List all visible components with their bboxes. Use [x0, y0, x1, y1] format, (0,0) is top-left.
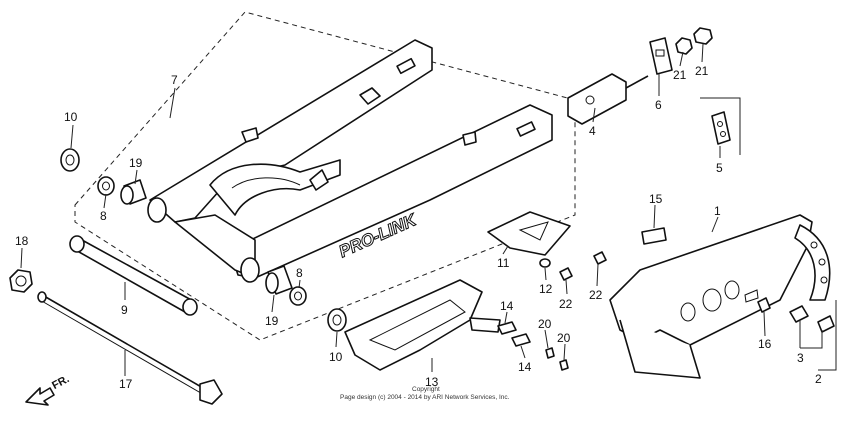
callout-4: 4: [589, 124, 596, 138]
caution-label-part[interactable]: [641, 227, 667, 245]
swingarm-guard-part[interactable]: [344, 279, 501, 371]
adjuster-stopper-part[interactable]: [711, 111, 731, 145]
pad-part-lower[interactable]: [511, 333, 531, 347]
bushing-part-19-lower[interactable]: [265, 265, 293, 295]
callout-10-lower: 10: [329, 350, 343, 364]
callout-3: 3: [797, 351, 804, 365]
chain-adjuster-part[interactable]: [567, 73, 649, 125]
chain-case-part[interactable]: [609, 214, 813, 379]
screw-part-20-b[interactable]: [559, 359, 569, 371]
front-direction-arrow: FR.: [25, 373, 71, 406]
callout-20-lower: 20: [557, 331, 571, 345]
swingarm-part[interactable]: PRO-LINK: [147, 39, 553, 283]
svg-text:FR.: FR.: [50, 373, 71, 392]
swingarm-assembly-box: [74, 11, 576, 341]
copyright-notice: Page design (c) 2004 - 2014 by ARI Netwo…: [340, 394, 510, 401]
lock-nut-part-b[interactable]: [693, 27, 713, 45]
pad-part-upper[interactable]: [497, 321, 517, 335]
bushing-part-19-upper[interactable]: [120, 179, 147, 205]
callout-7: 7: [171, 73, 178, 87]
callout-20-upper: 20: [538, 317, 552, 331]
bolt-part-22-a[interactable]: [559, 267, 573, 281]
callout-19-upper: 19: [129, 156, 143, 170]
callout-5: 5: [716, 161, 723, 175]
callout-8-upper: 8: [100, 209, 107, 223]
lock-nut-part-a[interactable]: [675, 37, 693, 55]
bolt-part-22-b[interactable]: [593, 251, 607, 265]
callout-22-right: 22: [589, 288, 603, 302]
callout-6: 6: [655, 98, 662, 112]
callout-19-lower: 19: [265, 314, 279, 328]
collar-part-8-upper[interactable]: [97, 176, 115, 196]
callout-10-upper: 10: [64, 110, 78, 124]
bolt-part-16[interactable]: [757, 297, 771, 313]
collar-part-8-lower[interactable]: [289, 286, 307, 306]
callout-13: 13: [425, 375, 439, 389]
callout-15: 15: [649, 192, 663, 206]
callout-14-lower: 14: [518, 360, 532, 374]
callout-1: 1: [714, 204, 721, 218]
callout-18: 18: [15, 234, 29, 248]
callout-22-left: 22: [559, 297, 573, 311]
pivot-bolt-part[interactable]: [37, 291, 223, 405]
callout-11: 11: [497, 256, 510, 270]
pivot-nut-part[interactable]: [9, 269, 33, 293]
callout-14-upper: 14: [500, 299, 514, 313]
callout-8-lower: 8: [296, 266, 303, 280]
callout-9: 9: [121, 303, 128, 317]
dust-seal-part[interactable]: [60, 148, 80, 172]
callout-21-right: 21: [695, 64, 709, 78]
pivot-collar-part[interactable]: [69, 235, 198, 316]
dust-seal-lower-part[interactable]: [327, 308, 347, 332]
copyright-title: Copyright: [412, 386, 440, 393]
bolt-part-12[interactable]: [539, 258, 551, 268]
callout-12: 12: [539, 282, 553, 296]
callout-2: 2: [815, 372, 822, 386]
screw-part-20-a[interactable]: [545, 347, 555, 359]
drive-chain-part[interactable]: [794, 224, 831, 301]
chain-slider-part[interactable]: [487, 211, 571, 256]
callout-16: 16: [758, 337, 772, 351]
callout-21-left: 21: [673, 68, 687, 82]
adjuster-plate-part[interactable]: [649, 37, 673, 75]
master-link-part[interactable]: [789, 305, 835, 333]
callout-17: 17: [119, 377, 133, 391]
